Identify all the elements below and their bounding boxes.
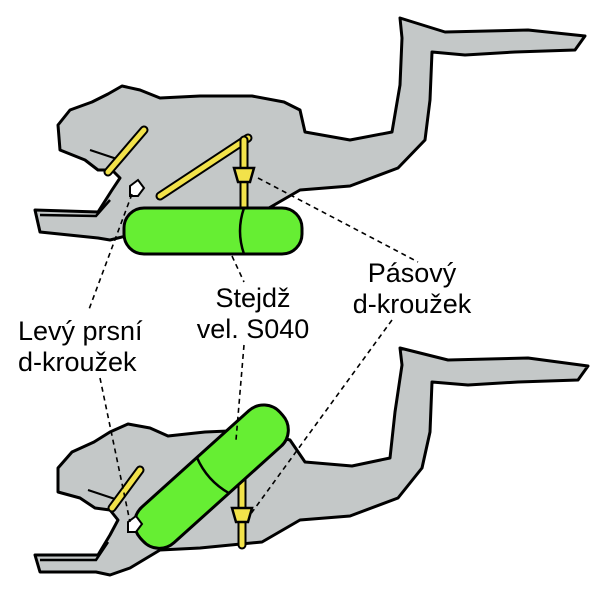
- label-waist-d-ring-line1: Pásový: [367, 258, 457, 288]
- label-left-chest-d-ring-line2: d-kroužek: [18, 347, 137, 377]
- label-left-chest-d-ring: Levý prsní d-kroužek: [18, 316, 143, 378]
- label-waist-d-ring-line2: d-kroužek: [352, 289, 472, 319]
- bottom-chest-d-ring: [127, 514, 144, 533]
- bottom-diver-harness: [107, 465, 254, 550]
- top-diver-harness: [103, 125, 256, 215]
- top-diver-body: [33, 16, 587, 242]
- top-stage-cylinder: [122, 206, 304, 256]
- label-waist-d-ring: Pásový d-kroužek: [348, 258, 476, 320]
- top-chest-d-ring: [129, 178, 146, 197]
- bottom-stage-cylinder: [133, 403, 290, 550]
- callout-lines: [87, 177, 419, 523]
- label-stage-bottle-line1: Stejdž: [215, 283, 291, 313]
- label-stage-bottle-line2: vel. S040: [196, 314, 310, 344]
- label-stage-bottle: Stejdž vel. S040: [188, 283, 318, 345]
- bottom-diver-arm-line: [40, 541, 110, 562]
- top-diver-arm-line: [39, 199, 111, 218]
- bottom-diver: [33, 346, 590, 577]
- top-diver: [33, 16, 587, 256]
- label-left-chest-d-ring-line1: Levý prsní: [18, 316, 143, 346]
